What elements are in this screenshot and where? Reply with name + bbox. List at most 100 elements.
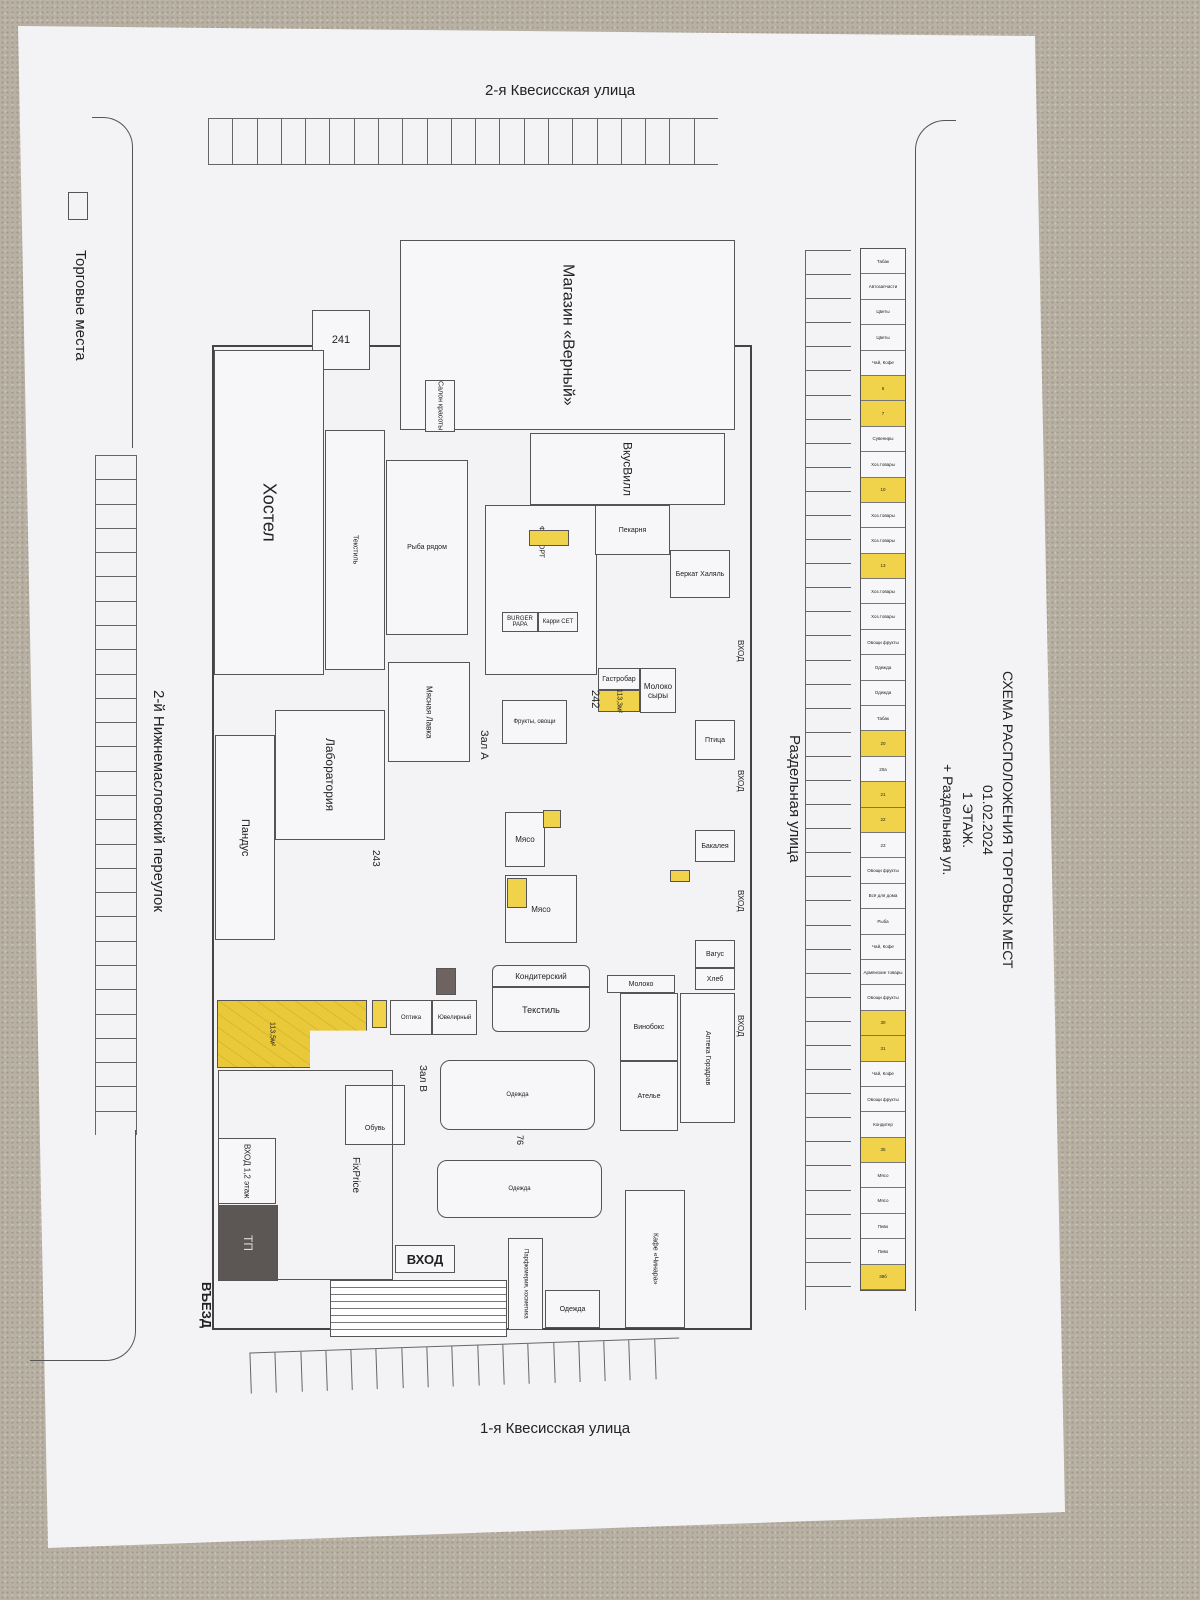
street-stall[interactable]: Одежда: [861, 655, 905, 681]
parking-spot: [806, 611, 851, 635]
street-stall[interactable]: 39б: [861, 1264, 905, 1291]
entrance-right-3[interactable]: ВХОД: [736, 890, 745, 912]
street-stall[interactable]: Цветы: [861, 300, 905, 326]
stall-highlighted[interactable]: [372, 1000, 387, 1028]
street-stall[interactable]: Хоз.товары: [861, 503, 905, 529]
street-stall[interactable]: 20а: [861, 757, 905, 783]
room-label: ВХОД 1,2 этаж: [242, 1143, 252, 1199]
street-stall[interactable]: Хоз.товары: [861, 528, 905, 554]
parking-spot: [806, 755, 851, 780]
parking-spot: [96, 746, 136, 770]
entrance-right-2[interactable]: ВХОД: [736, 770, 745, 792]
room-tp: ТП: [218, 1205, 278, 1281]
street-stall[interactable]: 35: [861, 1137, 905, 1164]
street-stall[interactable]: Мясо: [861, 1188, 905, 1214]
street-stall[interactable]: 22: [861, 807, 905, 833]
street-stall[interactable]: 13: [861, 553, 905, 580]
parking-spot: [232, 119, 256, 164]
street-stall[interactable]: Хоз.товары: [861, 452, 905, 478]
street-stall[interactable]: Табак: [861, 249, 905, 275]
room-label: Обувь: [364, 1125, 386, 1132]
entrance-main[interactable]: ВХОД: [395, 1245, 455, 1273]
label-242: 242: [589, 690, 601, 709]
street-stall[interactable]: 21: [861, 782, 905, 808]
street-top: 2-я Квесисская улица: [485, 82, 636, 99]
parking-spot: [96, 625, 136, 649]
parking-spot: [96, 1110, 136, 1135]
stall-highlighted[interactable]: [543, 810, 561, 828]
entrance-1-2-floor[interactable]: ВХОД 1,2 этаж: [218, 1138, 276, 1204]
parking-spot: [502, 1343, 529, 1385]
street-stall[interactable]: 6: [861, 375, 905, 402]
room-113[interactable]: 113,3м²: [598, 689, 640, 713]
room-label: Хлеб: [706, 975, 724, 983]
block-odezhda-1: Одежда: [440, 1060, 595, 1130]
street-left: 2-й Нижнемасловский переулок: [150, 690, 167, 912]
street-stall[interactable]: Сувениры: [861, 427, 905, 453]
street-stall[interactable]: Пиво: [861, 1239, 905, 1265]
street-stall[interactable]: Овощи фрукты: [861, 630, 905, 656]
street-stall[interactable]: Рыба: [861, 909, 905, 935]
street-stall[interactable]: 7: [861, 401, 905, 427]
entrance-right-4[interactable]: ВХОД: [736, 1015, 745, 1037]
room-label: Оптика: [400, 1014, 422, 1021]
street-stall[interactable]: Кондитер: [861, 1112, 905, 1138]
entrance-right-1[interactable]: ВХОД: [736, 640, 745, 662]
street-stall[interactable]: Табак: [861, 706, 905, 732]
room-hostel: Хостел: [214, 350, 324, 675]
parking-spot: [603, 1340, 631, 1382]
parking-spot: [96, 867, 136, 892]
street-stall[interactable]: 30: [861, 1010, 905, 1037]
street-stall[interactable]: Пиво: [861, 1214, 905, 1240]
parking-spot: [96, 965, 136, 989]
street-stall[interactable]: 20: [861, 731, 905, 757]
street-stall[interactable]: Чай, Кофе: [861, 1062, 905, 1087]
street-stall[interactable]: 23: [861, 833, 905, 859]
room-yuvelirny: Ювелирный: [432, 1000, 477, 1035]
parking-spot: [96, 697, 136, 722]
parking-spot: [806, 1285, 851, 1310]
street-stall[interactable]: Хоз.товары: [861, 579, 905, 605]
parking-row-left: [95, 455, 137, 1135]
street-stall[interactable]: Автозапчасти: [861, 274, 905, 300]
room-label: Беркат Халяль: [675, 570, 725, 578]
parking-spot: [305, 119, 329, 164]
street-stall[interactable]: Мясо: [861, 1163, 905, 1189]
street-stall[interactable]: 31: [861, 1036, 905, 1062]
street-stall[interactable]: Цветы: [861, 325, 905, 351]
stall-highlighted[interactable]: [507, 878, 527, 908]
left-stalls-label: Торговые места: [72, 250, 89, 361]
street-stall[interactable]: Чай, Кофе: [861, 935, 905, 960]
room-label: Салон красоты: [436, 381, 444, 431]
street-stall[interactable]: Хоз.товары: [861, 604, 905, 630]
street-stall[interactable]: Армянские товары: [861, 960, 905, 986]
parking-spot: [426, 1346, 454, 1388]
parking-spot: [806, 780, 851, 804]
street-stall[interactable]: Всё для дома: [861, 884, 905, 910]
room-label: ТП: [241, 1235, 255, 1251]
street-right: Раздельная улица: [786, 735, 803, 863]
stall-highlighted[interactable]: [670, 870, 690, 882]
room-kafe: Кафе «Чинара»: [625, 1190, 685, 1328]
room-label: Ателье: [637, 1092, 661, 1100]
parking-spot: [96, 892, 136, 916]
street-stall[interactable]: Овощи фрукты: [861, 1087, 905, 1113]
parking-spot: [375, 1348, 403, 1390]
parking-spot: [806, 346, 851, 370]
room-label: Аптека Горздрав: [704, 1030, 711, 1086]
street-stall[interactable]: Овощи фрукты: [861, 858, 905, 884]
parking-spot: [499, 119, 523, 164]
street-stall[interactable]: Одежда: [861, 681, 905, 707]
entrance-stairs: [330, 1280, 507, 1337]
parking-spot: [96, 722, 136, 746]
parking-spot: [552, 1342, 580, 1383]
room-label: Бакалея: [701, 842, 729, 850]
street-stall[interactable]: 10: [861, 477, 905, 503]
stall-highlighted[interactable]: [529, 530, 569, 546]
parking-spot: [96, 940, 136, 965]
street-stall[interactable]: Овощи фрукты: [861, 985, 905, 1011]
parking-spot: [806, 804, 851, 828]
parking-spot: [96, 527, 136, 552]
parking-row-top: [208, 118, 718, 165]
street-stall[interactable]: Чай, Кофе: [861, 351, 905, 376]
